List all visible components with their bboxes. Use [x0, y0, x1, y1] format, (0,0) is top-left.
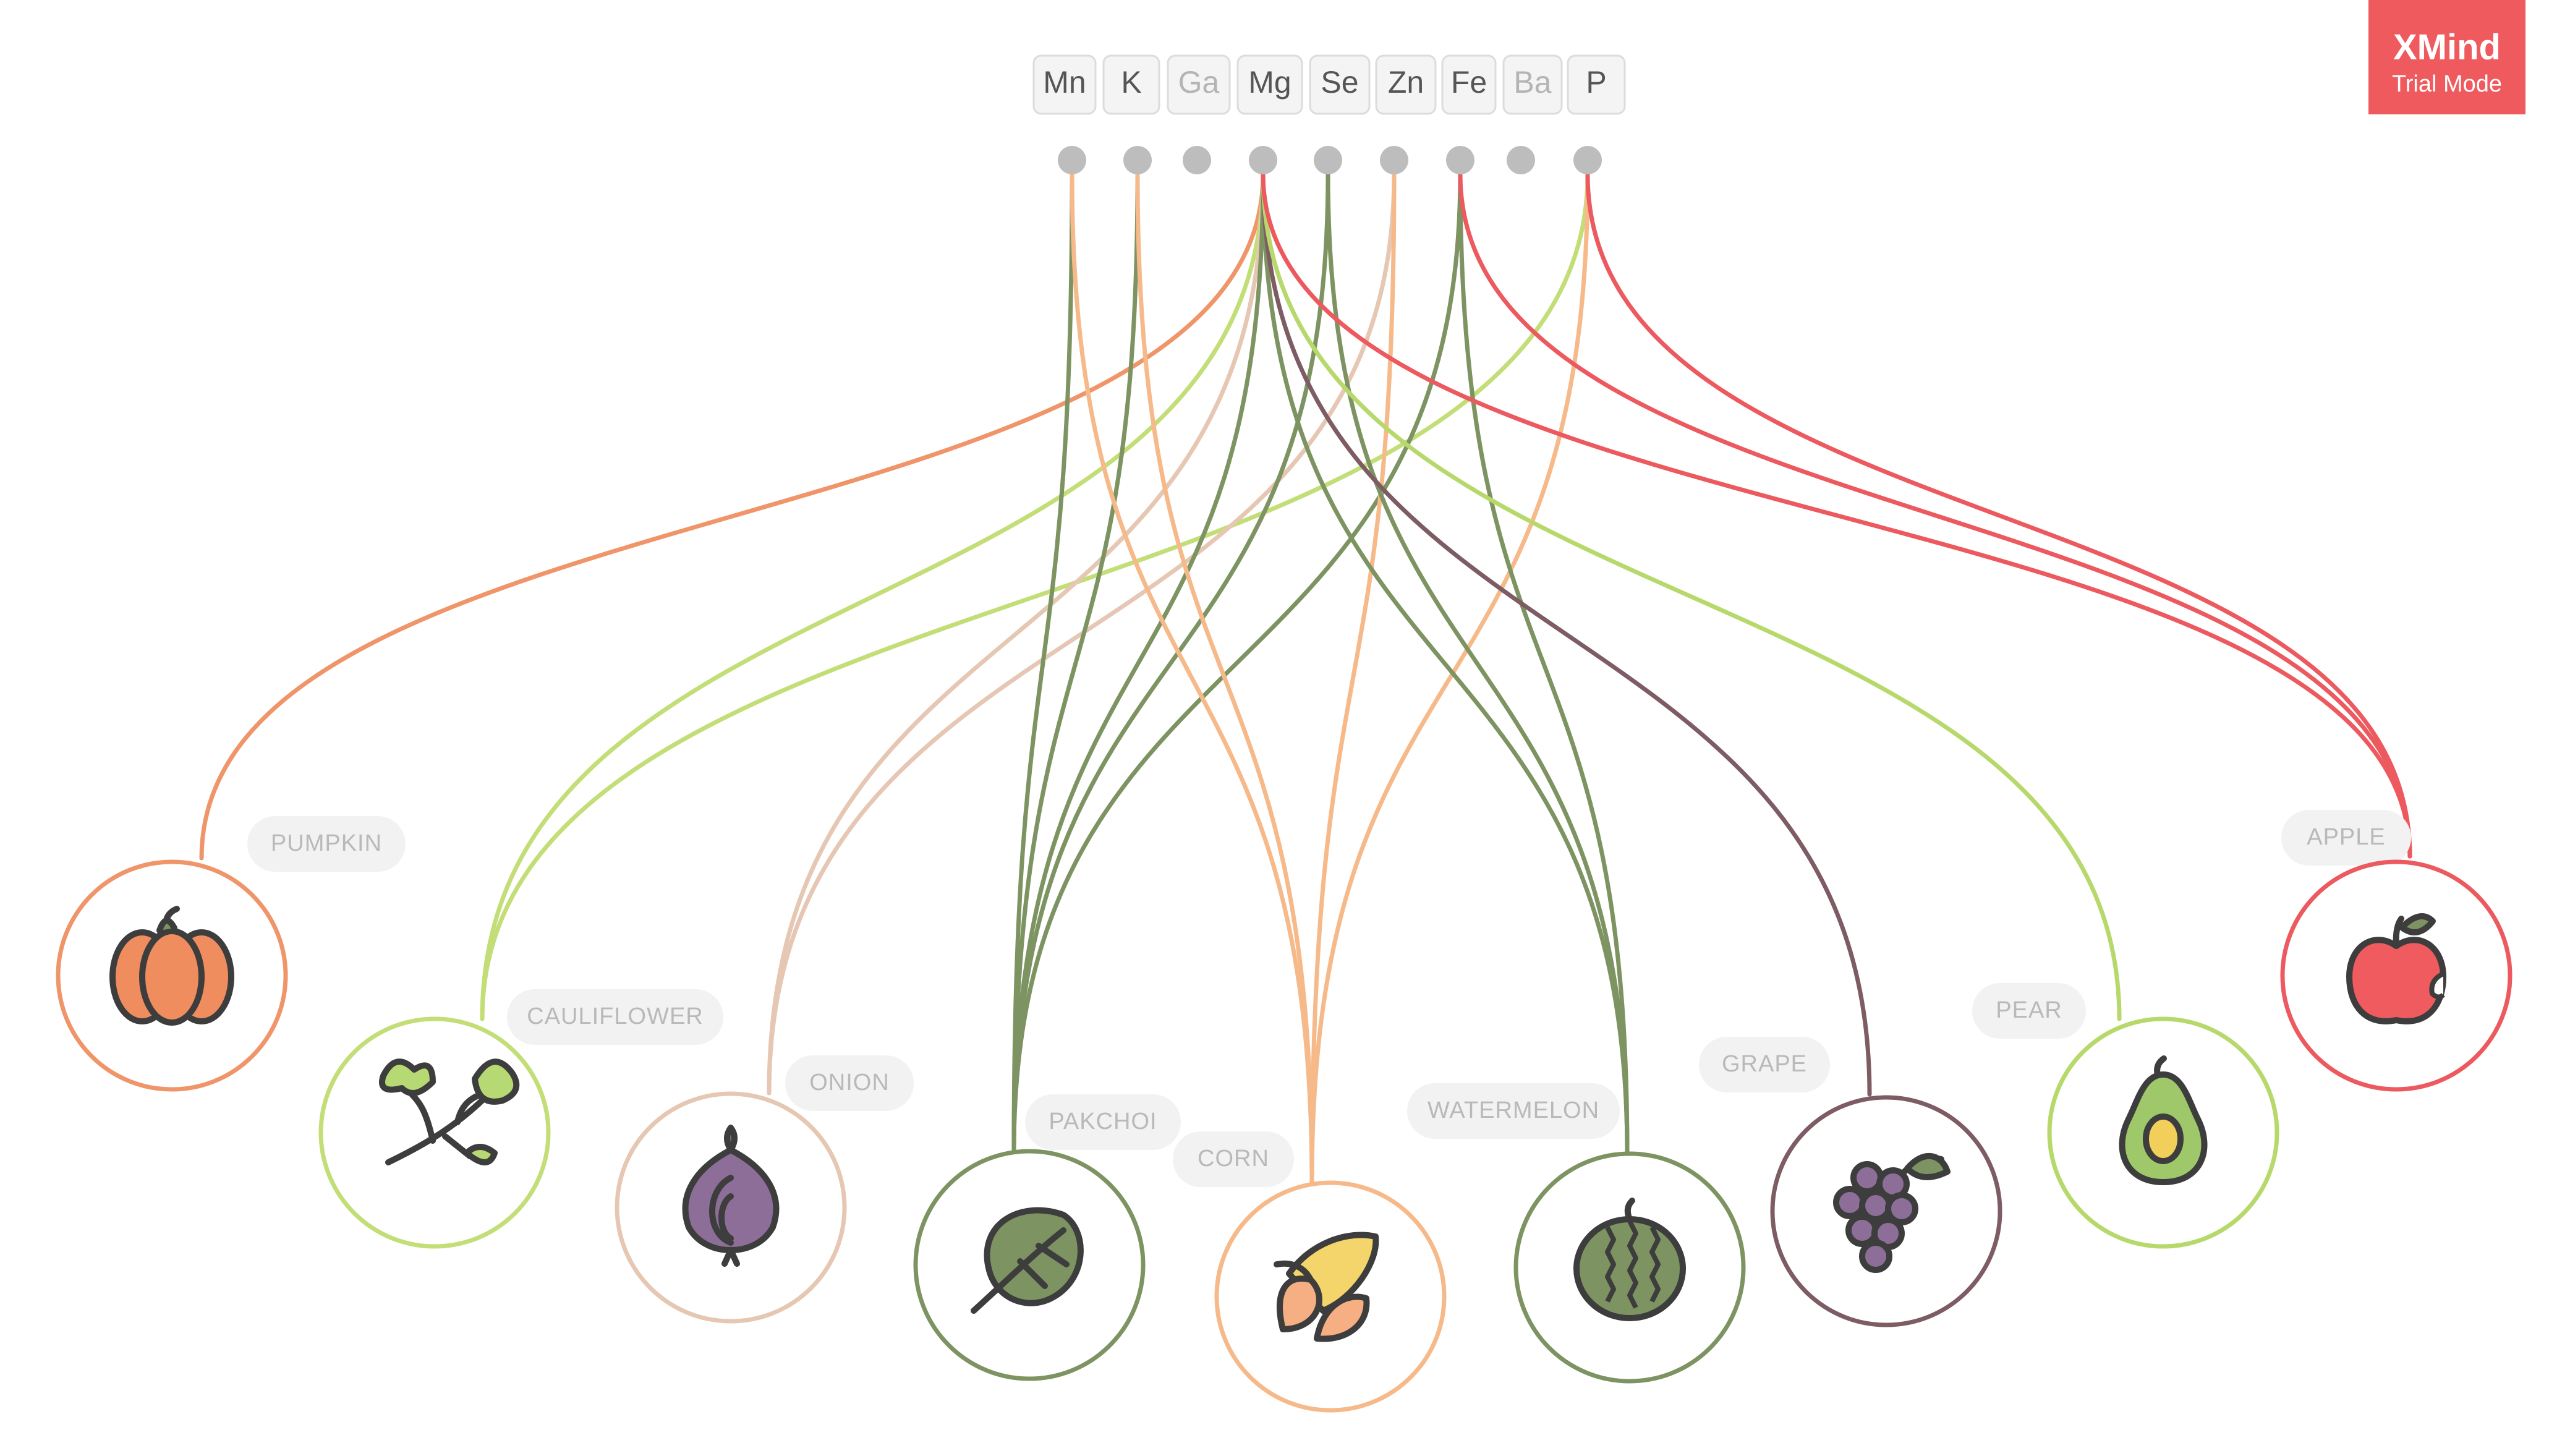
label-pumpkin[interactable]: PUMPKIN: [247, 816, 406, 872]
label-watermelon[interactable]: WATERMELON: [1407, 1083, 1620, 1139]
element-label: Mn: [1043, 65, 1086, 100]
food-node-pakchoi[interactable]: [913, 1149, 1146, 1381]
element-label: K: [1121, 65, 1141, 100]
svg-text:ONION: ONION: [809, 1070, 890, 1096]
element-box-k[interactable]: K: [1102, 54, 1160, 115]
label-onion[interactable]: ONION: [785, 1055, 914, 1111]
connector-dot-ba[interactable]: [1507, 146, 1535, 174]
link-p-cauliflower: [480, 172, 1590, 1021]
element-box-p[interactable]: P: [1567, 54, 1626, 115]
connection-lines: [199, 172, 2412, 1185]
leaf-icon: [971, 1207, 1084, 1314]
connector-dots: [1058, 146, 1602, 174]
connector-dot-ga[interactable]: [1183, 146, 1211, 174]
onion-icon: [682, 1125, 780, 1267]
connector-dot-p[interactable]: [1573, 146, 1602, 174]
link-zn-corn: [1309, 172, 1397, 1185]
pumpkin-icon: [109, 906, 234, 1026]
label-pakchoi[interactable]: PAKCHOI: [1025, 1094, 1181, 1150]
link-mg-cauliflower: [480, 172, 1266, 1021]
link-se-watermelon: [1325, 172, 1630, 1156]
food-node-pumpkin[interactable]: [56, 859, 288, 1092]
food-node-corn[interactable]: [1214, 1180, 1447, 1413]
svg-text:PAKCHOI: PAKCHOI: [1049, 1109, 1157, 1135]
element-label: Se: [1321, 65, 1358, 100]
element-row: Mn K Ga Mg Se Zn Fe Ba: [1032, 54, 1626, 115]
svg-text:PUMPKIN: PUMPKIN: [271, 830, 382, 856]
grapes-icon: [1833, 1152, 1951, 1273]
watermelon-icon: [1573, 1198, 1686, 1321]
food-node-apple[interactable]: [2280, 859, 2513, 1092]
element-box-ga[interactable]: Ga: [1167, 54, 1231, 115]
element-box-se[interactable]: Se: [1309, 54, 1371, 115]
element-label: Ba: [1513, 65, 1551, 100]
link-p-apple: [1585, 172, 2412, 859]
svg-text:PEAR: PEAR: [1996, 997, 2062, 1023]
label-grape[interactable]: GRAPE: [1699, 1037, 1830, 1092]
svg-text:APPLE: APPLE: [2307, 824, 2386, 850]
connector-dot-fe[interactable]: [1446, 146, 1474, 174]
link-mg-apple: [1261, 172, 2412, 859]
element-label: P: [1586, 65, 1606, 100]
element-box-fe[interactable]: Fe: [1441, 54, 1497, 115]
link-mg-pear: [1261, 172, 2122, 1021]
food-node-cauliflower[interactable]: [318, 1016, 551, 1249]
element-label: Fe: [1451, 65, 1487, 100]
element-box-mn[interactable]: Mn: [1032, 54, 1097, 115]
element-box-ba[interactable]: Ba: [1502, 54, 1563, 115]
link-fe-apple: [1458, 172, 2412, 859]
element-label: Mg: [1248, 65, 1291, 100]
link-mg-pakchoi: [1011, 172, 1266, 1154]
link-mg-pumpkin: [199, 172, 1266, 861]
link-mg-watermelon: [1261, 172, 1630, 1156]
svg-text:WATERMELON: WATERMELON: [1428, 1097, 1599, 1123]
label-corn[interactable]: CORN: [1173, 1131, 1294, 1187]
label-pear[interactable]: PEAR: [1972, 983, 2086, 1039]
link-mn-corn: [1070, 172, 1314, 1185]
connector-dot-k[interactable]: [1123, 146, 1152, 174]
avocado-icon: [2119, 1055, 2208, 1185]
food-node-watermelon[interactable]: [1513, 1151, 1746, 1384]
link-mn-pakchoi: [1011, 172, 1074, 1154]
element-label: Zn: [1388, 65, 1424, 100]
food-node-grape[interactable]: [1770, 1095, 2002, 1327]
element-box-zn[interactable]: Zn: [1375, 54, 1437, 115]
label-apple[interactable]: APPLE: [2281, 810, 2411, 866]
link-k-pakchoi: [1011, 172, 1140, 1154]
link-k-corn: [1135, 172, 1314, 1185]
food-node-pear[interactable]: [2047, 1016, 2279, 1249]
connector-dot-mn[interactable]: [1058, 146, 1086, 174]
link-mg-onion: [767, 172, 1266, 1096]
svg-text:GRAPE: GRAPE: [1722, 1051, 1807, 1077]
link-fe-watermelon: [1458, 172, 1630, 1156]
link-se-pakchoi: [1011, 172, 1330, 1154]
connector-dot-zn[interactable]: [1380, 146, 1408, 174]
element-box-mg[interactable]: Mg: [1236, 54, 1303, 115]
svg-text:CORN: CORN: [1198, 1146, 1269, 1172]
trial-badge[interactable]: XMind Trial Mode: [2368, 0, 2525, 114]
food-node-onion[interactable]: [615, 1091, 847, 1324]
connector-dot-se[interactable]: [1314, 146, 1342, 174]
connector-dot-mg[interactable]: [1249, 146, 1277, 174]
food-labels: PUMPKIN CAULIFLOWER ONION PAKCHOI CORN W…: [247, 810, 2411, 1187]
corn-icon: [1274, 1232, 1379, 1342]
label-cauliflower[interactable]: CAULIFLOWER: [507, 989, 723, 1045]
food-nodes: [56, 859, 2513, 1413]
svg-text:CAULIFLOWER: CAULIFLOWER: [527, 1003, 703, 1029]
link-mg-grape: [1261, 172, 1872, 1097]
herb-sprig-icon: [379, 1058, 520, 1165]
trial-badge-title: XMind: [2393, 27, 2501, 67]
trial-badge-subtitle: Trial Mode: [2392, 71, 2502, 97]
element-label: Ga: [1178, 65, 1220, 100]
apple-icon: [2346, 913, 2446, 1024]
link-p-corn: [1309, 172, 1590, 1185]
